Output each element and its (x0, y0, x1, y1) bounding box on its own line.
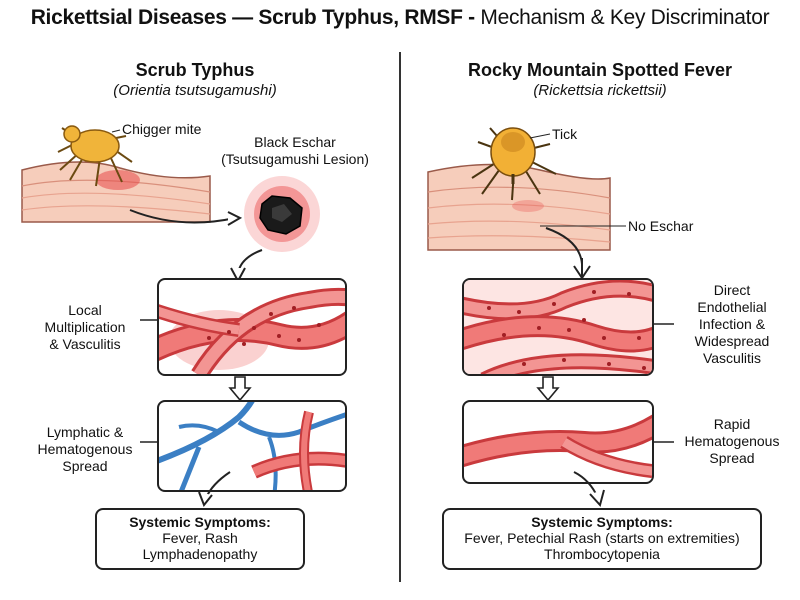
scrub-typhus-illustration (21, 125, 320, 252)
no-eschar-label: No Eschar (628, 218, 694, 234)
right-step1-label: Direct Endothelial Infection & Widesprea… (672, 282, 792, 367)
right-step1-line4: Widespread (694, 333, 770, 349)
eschar-label-line1: Black Eschar (254, 134, 336, 150)
right-symptoms-line1: Fever, Petechial Rash (starts on extremi… (464, 530, 740, 546)
right-step2-label: Rapid Hematogenous Spread (672, 416, 792, 467)
chigger-mite-icon (57, 125, 133, 187)
spread-vessel-illustration (464, 414, 652, 479)
arrow-spread-to-symptoms-right (573, 471, 605, 508)
lymphatic-spread-panel (157, 400, 347, 492)
left-symptoms-line2: Lymphadenopathy (142, 546, 258, 562)
arrow-spread-to-symptoms-left (198, 471, 231, 507)
eschar-label-line2: (Tsutsugamushi Lesion) (221, 151, 369, 167)
right-step1-line2: Endothelial (697, 299, 767, 315)
right-symptoms-box: Systemic Symptoms: Fever, Petechial Rash… (442, 508, 762, 570)
arrow-infection-to-spread (536, 376, 560, 402)
left-step2-line1: Lymphatic & (46, 424, 124, 440)
left-step1-label: Local Multiplication & Vasculitis (30, 302, 140, 353)
left-heading: Scrub Typhus (135, 60, 255, 80)
left-step1-line2: Multiplication (44, 319, 126, 335)
tick-label: Tick (552, 126, 578, 142)
left-symptoms-line1: Fever, Rash (162, 530, 238, 546)
column-divider (399, 52, 401, 582)
lymph-vessel-illustration (159, 402, 345, 490)
connector-step1-right (654, 323, 674, 325)
right-step1-line3: Infection & (698, 316, 766, 332)
tick-icon (471, 127, 557, 201)
left-symptoms-box: Systemic Symptoms: Fever, Rash Lymphaden… (95, 508, 305, 570)
left-step2-line2: Hematogenous (37, 441, 133, 457)
arrow-vasculitis-to-spread (228, 376, 252, 402)
right-subheading: (Rickettsia rickettsii) (533, 82, 667, 99)
left-symptoms-title: Systemic Symptoms: (129, 514, 271, 530)
diagram-title: Rickettsial Diseases — Scrub Typhus, RMS… (0, 6, 800, 30)
vessel-illustration-left (159, 287, 345, 374)
local-vasculitis-panel (157, 278, 347, 376)
endothelial-infection-panel (462, 278, 654, 376)
right-step2-line1: Rapid (713, 416, 751, 432)
left-step2-line3: Spread (62, 458, 108, 474)
right-symptoms-line2: Thrombocytopenia (544, 546, 660, 562)
right-step1-line5: Vasculitis (702, 350, 762, 366)
right-symptoms-title: Systemic Symptoms: (531, 514, 673, 530)
left-step1-line3: & Vasculitis (49, 336, 121, 352)
hematogenous-spread-panel (462, 400, 654, 484)
connector-step2-right (654, 441, 674, 443)
left-subheading: (Orientia tsutsugamushi) (113, 82, 277, 99)
left-step2-label: Lymphatic & Hematogenous Spread (30, 424, 140, 475)
right-step2-line3: Spread (709, 450, 755, 466)
chigger-mite-label: Chigger mite (122, 121, 202, 137)
right-heading: Rocky Mountain Spotted Fever (467, 60, 733, 80)
vessel-illustration-right (464, 280, 652, 374)
left-step1-line1: Local (68, 302, 102, 318)
right-step1-line1: Direct (713, 282, 751, 298)
title-normal: Mechanism & Key Discriminator (474, 6, 770, 29)
black-eschar-icon (244, 176, 320, 252)
title-bold: Rickettsial Diseases — Scrub Typhus, RMS… (30, 6, 475, 29)
connector-step2-left (140, 441, 158, 443)
connector-step1-left (140, 319, 158, 321)
rmsf-illustration (427, 127, 626, 265)
right-step2-line2: Hematogenous (684, 433, 780, 449)
